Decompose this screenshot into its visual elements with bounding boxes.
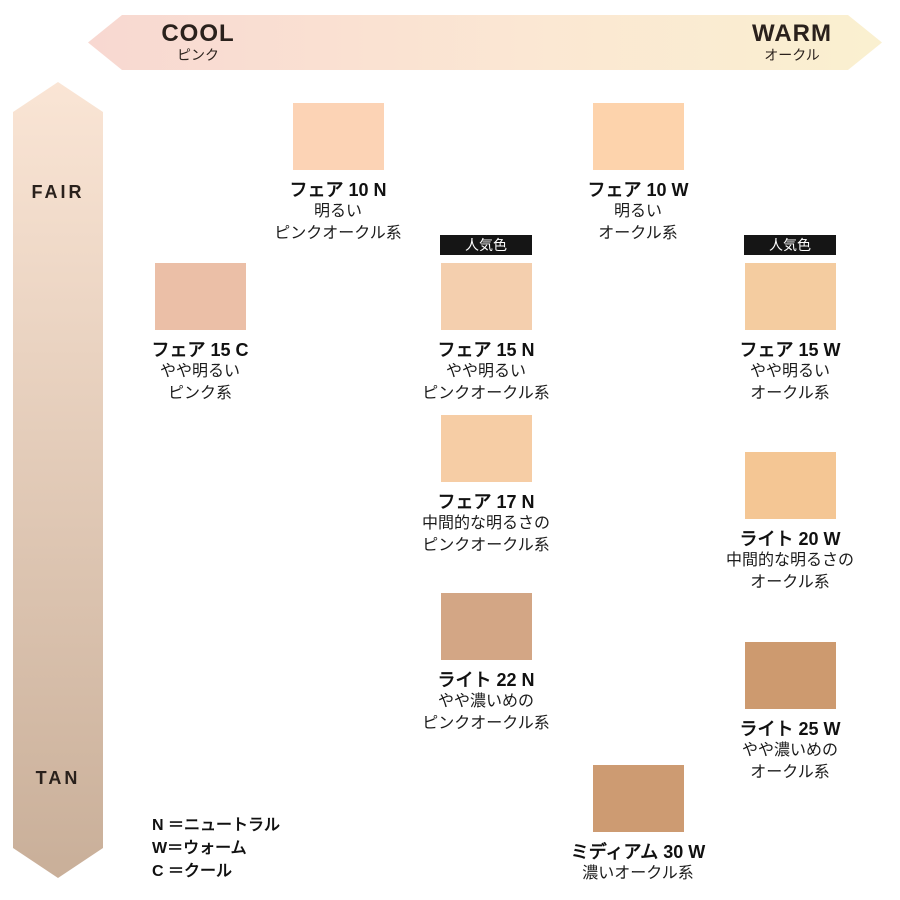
- shade-swatch: [592, 765, 684, 832]
- shade-name: フェア 17 N: [437, 492, 535, 512]
- shade-swatch: [744, 263, 836, 330]
- shade-name: ライト 22 N: [437, 670, 535, 690]
- shade-name: ミディアム 30 W: [570, 842, 706, 862]
- popular-badge: 人気色: [440, 235, 532, 255]
- shade-light-20w: ライト 20 W 中間的な明るさの オークル系: [700, 452, 880, 594]
- shade-desc: やや明るい: [749, 363, 830, 380]
- legend-line-c: C ＝クール: [152, 863, 233, 880]
- shade-fair-10n: フェア 10 N 明るい ピンクオークル系: [248, 103, 428, 245]
- horizontal-axis-arrow: COOL ピンク WARM オークル: [88, 15, 882, 70]
- shade-name: フェア 15 N: [437, 340, 535, 360]
- popular-badge: 人気色: [744, 235, 836, 255]
- shade-fair-15n: 人気色 フェア 15 N やや明るい ピンクオークル系: [396, 235, 576, 405]
- shade-swatch: [440, 415, 532, 482]
- shade-desc: オークル系: [750, 764, 830, 781]
- shade-desc: 濃いオークル系: [582, 865, 694, 882]
- warm-label: WARM: [752, 20, 832, 47]
- shade-light-25w: ライト 25 W やや濃いめの オークル系: [700, 642, 880, 784]
- shade-name: フェア 15 C: [151, 340, 249, 360]
- shade-swatch: [440, 263, 532, 330]
- shade-medium-30w: ミディアム 30 W 濃いオークル系: [548, 765, 728, 885]
- shade-swatch: [154, 263, 246, 330]
- shade-desc: 中間的な明るさの: [725, 552, 854, 569]
- warm-axis-label-group: WARM オークル: [712, 21, 872, 64]
- shade-swatch: [744, 452, 836, 519]
- shade-fair-15w: 人気色 フェア 15 W やや明るい オークル系: [700, 235, 880, 405]
- shade-desc: 中間的な明るさの: [421, 515, 550, 532]
- shade-desc: オークル系: [750, 574, 830, 591]
- shade-desc: ピンク系: [167, 385, 232, 402]
- legend-line-w: W＝ウォーム: [152, 840, 247, 857]
- shade-desc: 明るい: [313, 203, 362, 220]
- shade-swatch: [440, 593, 532, 660]
- tan-label: TAN: [35, 768, 81, 788]
- shade-swatch: [292, 103, 384, 170]
- shade-fair-15c: フェア 15 C やや明るい ピンク系: [110, 263, 290, 405]
- shade-desc: ピンクオークル系: [422, 715, 550, 732]
- shade-name: フェア 15 W: [739, 340, 841, 360]
- cool-label: COOL: [161, 20, 235, 47]
- fair-label: FAIR: [31, 182, 85, 202]
- shade-desc: ピンクオークル系: [422, 385, 550, 402]
- vertical-axis-arrow: FAIR TAN: [13, 82, 103, 878]
- cool-axis-label-group: COOL ピンク: [118, 21, 278, 64]
- shade-desc: やや明るい: [445, 363, 526, 380]
- shade-fair-17n: フェア 17 N 中間的な明るさの ピンクオークル系: [396, 415, 576, 557]
- shade-desc: オークル系: [750, 385, 830, 402]
- shade-desc: オークル系: [598, 225, 678, 242]
- shade-desc: やや濃いめの: [437, 693, 534, 710]
- shade-swatch: [592, 103, 684, 170]
- shade-fair-10w: フェア 10 W 明るい オークル系: [548, 103, 728, 245]
- shade-swatch: [744, 642, 836, 709]
- shade-code-legend: N ＝ニュートラル W＝ウォーム C ＝クール: [152, 814, 280, 883]
- shade-desc: やや明るい: [159, 363, 240, 380]
- shade-name: フェア 10 N: [289, 180, 387, 200]
- warm-sublabel: オークル: [764, 47, 820, 63]
- shade-desc: やや濃いめの: [741, 742, 838, 759]
- shade-name: ライト 20 W: [739, 529, 841, 549]
- shade-name: フェア 10 W: [587, 180, 689, 200]
- shade-name: ライト 25 W: [739, 719, 841, 739]
- cool-sublabel: ピンク: [177, 47, 219, 63]
- legend-line-n: N ＝ニュートラル: [152, 817, 281, 834]
- shade-desc: 明るい: [613, 203, 662, 220]
- shade-light-22n: ライト 22 N やや濃いめの ピンクオークル系: [396, 593, 576, 735]
- shade-desc: ピンクオークル系: [422, 537, 550, 554]
- shade-desc: ピンクオークル系: [274, 225, 402, 242]
